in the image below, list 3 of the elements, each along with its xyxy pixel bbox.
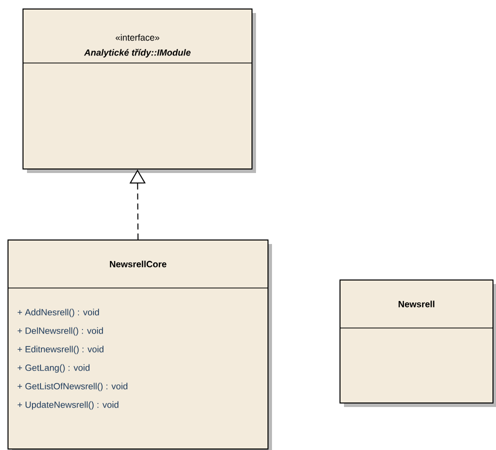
interface-box: «interface» Analytické třídy::IModule [22,8,256,173]
class-box: Newsrell [340,280,496,407]
class-box: NewsrellCore + AddNesrell() : void + DelNewsrell() : void + Editnewsrell() : void + GetLang() : void + GetListOfNewsrell() : void + UpdateNewsrell() : void [8,240,272,450]
